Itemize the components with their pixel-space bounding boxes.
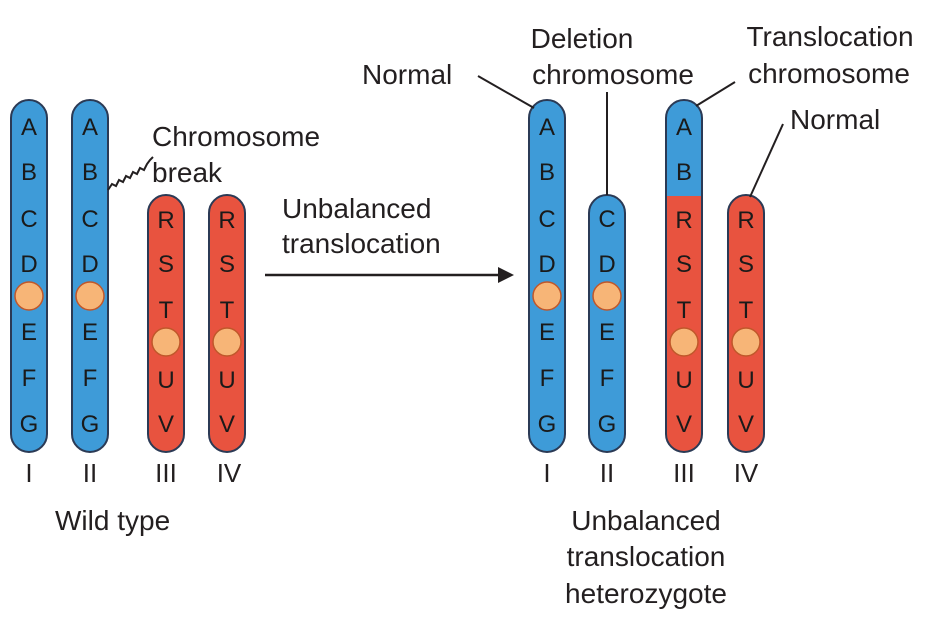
- het-genes-2: C D E F G: [598, 206, 617, 438]
- callout-line-normal-right: [749, 123, 784, 198]
- wt-chromosome-4: [208, 194, 246, 453]
- het-genes-3: A B R S T U V: [675, 114, 692, 438]
- gene-label: U: [218, 367, 235, 394]
- centromere: [151, 327, 181, 357]
- roman-numeral: II: [83, 458, 97, 488]
- gene-label: D: [598, 251, 615, 278]
- gene-label: R: [218, 207, 235, 234]
- callout-line-translocation: [695, 81, 736, 107]
- roman-numeral: II: [600, 458, 614, 488]
- gene-label: T: [220, 297, 235, 324]
- gene-label: R: [675, 207, 692, 234]
- wt-genes-4: R S T U V: [218, 207, 235, 438]
- gene-label: F: [22, 365, 37, 392]
- centromere: [532, 281, 562, 311]
- wt-chromosome-1: [10, 99, 48, 453]
- gene-label: D: [81, 251, 98, 278]
- gene-label: F: [83, 365, 98, 392]
- gene-label: B: [676, 159, 692, 186]
- translocation-label: Translocation: [746, 21, 913, 52]
- chromosome-break-label: Chromosome: [152, 121, 320, 152]
- centromere: [75, 281, 105, 311]
- het-chromosome-4: [727, 194, 765, 453]
- gene-label: U: [157, 367, 174, 394]
- gene-label: E: [21, 319, 37, 346]
- gene-label: B: [82, 159, 98, 186]
- callout-line-normal-left: [477, 75, 535, 109]
- heterozygote-caption: heterozygote: [565, 578, 727, 609]
- gene-label: V: [676, 411, 692, 438]
- gene-label: G: [20, 411, 39, 438]
- gene-label: A: [539, 114, 555, 141]
- gene-label: V: [158, 411, 174, 438]
- roman-numeral: IV: [217, 458, 242, 488]
- gene-label: F: [540, 365, 555, 392]
- wild-type-caption: Wild type: [55, 505, 170, 536]
- gene-label: C: [20, 206, 37, 233]
- gene-label: A: [676, 114, 692, 141]
- gene-label: U: [737, 367, 754, 394]
- het-genes-1: A B C D E F G: [538, 114, 557, 438]
- centromere: [212, 327, 242, 357]
- wt-chromosome-2: [71, 99, 109, 453]
- wt-chromosome-3: [147, 194, 185, 453]
- gene-label: E: [539, 319, 555, 346]
- roman-numeral: I: [543, 458, 550, 488]
- gene-label: V: [738, 411, 754, 438]
- wt-genes-1: A B C D E F G: [20, 114, 39, 438]
- arrow-head-icon: [498, 267, 514, 283]
- gene-label: T: [677, 297, 692, 324]
- gene-label: G: [81, 411, 100, 438]
- het-genes-4: R S T U V: [737, 207, 754, 438]
- wt-genes-2: A B C D E F G: [81, 114, 100, 438]
- translocation-label: chromosome: [748, 58, 910, 89]
- gene-label: V: [219, 411, 235, 438]
- roman-numeral: IV: [734, 458, 759, 488]
- gene-label: B: [21, 159, 37, 186]
- centromere: [731, 327, 761, 357]
- gene-label: B: [539, 159, 555, 186]
- het-chromosome-1: [528, 99, 566, 453]
- gene-label: E: [82, 319, 98, 346]
- gene-label: E: [599, 319, 615, 346]
- chromosome-break-label: break: [152, 157, 223, 188]
- centromere: [14, 281, 44, 311]
- wt-genes-3: R S T U V: [157, 207, 174, 438]
- roman-numeral: III: [155, 458, 177, 488]
- heterozygote-caption: Unbalanced: [571, 505, 720, 536]
- roman-numeral: III: [673, 458, 695, 488]
- process-label: Unbalanced: [282, 193, 431, 224]
- normal-label-left: Normal: [362, 59, 452, 90]
- het-chromosome-3-translocation: [665, 99, 703, 453]
- gene-label: A: [21, 114, 37, 141]
- process-label: translocation: [282, 228, 441, 259]
- deletion-label: Deletion: [531, 23, 634, 54]
- gene-label: G: [598, 411, 617, 438]
- centromere: [669, 327, 699, 357]
- gene-label: D: [20, 251, 37, 278]
- gene-label: C: [538, 206, 555, 233]
- chromosome-break-zigzag: [107, 156, 154, 191]
- heterozygote-caption: translocation: [567, 541, 726, 572]
- gene-label: D: [538, 251, 555, 278]
- gene-label: S: [676, 251, 692, 278]
- gene-label: S: [158, 251, 174, 278]
- gene-label: T: [739, 297, 754, 324]
- gene-label: S: [738, 251, 754, 278]
- gene-label: C: [598, 206, 615, 233]
- gene-label: G: [538, 411, 557, 438]
- normal-label-right: Normal: [790, 104, 880, 135]
- gene-label: R: [737, 207, 754, 234]
- roman-numeral: I: [25, 458, 32, 488]
- gene-label: F: [600, 365, 615, 392]
- centromere: [592, 281, 622, 311]
- gene-label: U: [675, 367, 692, 394]
- deletion-label: chromosome: [532, 59, 694, 90]
- gene-label: C: [81, 206, 98, 233]
- gene-label: R: [157, 207, 174, 234]
- gene-label: A: [82, 114, 98, 141]
- gene-label: S: [219, 251, 235, 278]
- gene-label: T: [159, 297, 174, 324]
